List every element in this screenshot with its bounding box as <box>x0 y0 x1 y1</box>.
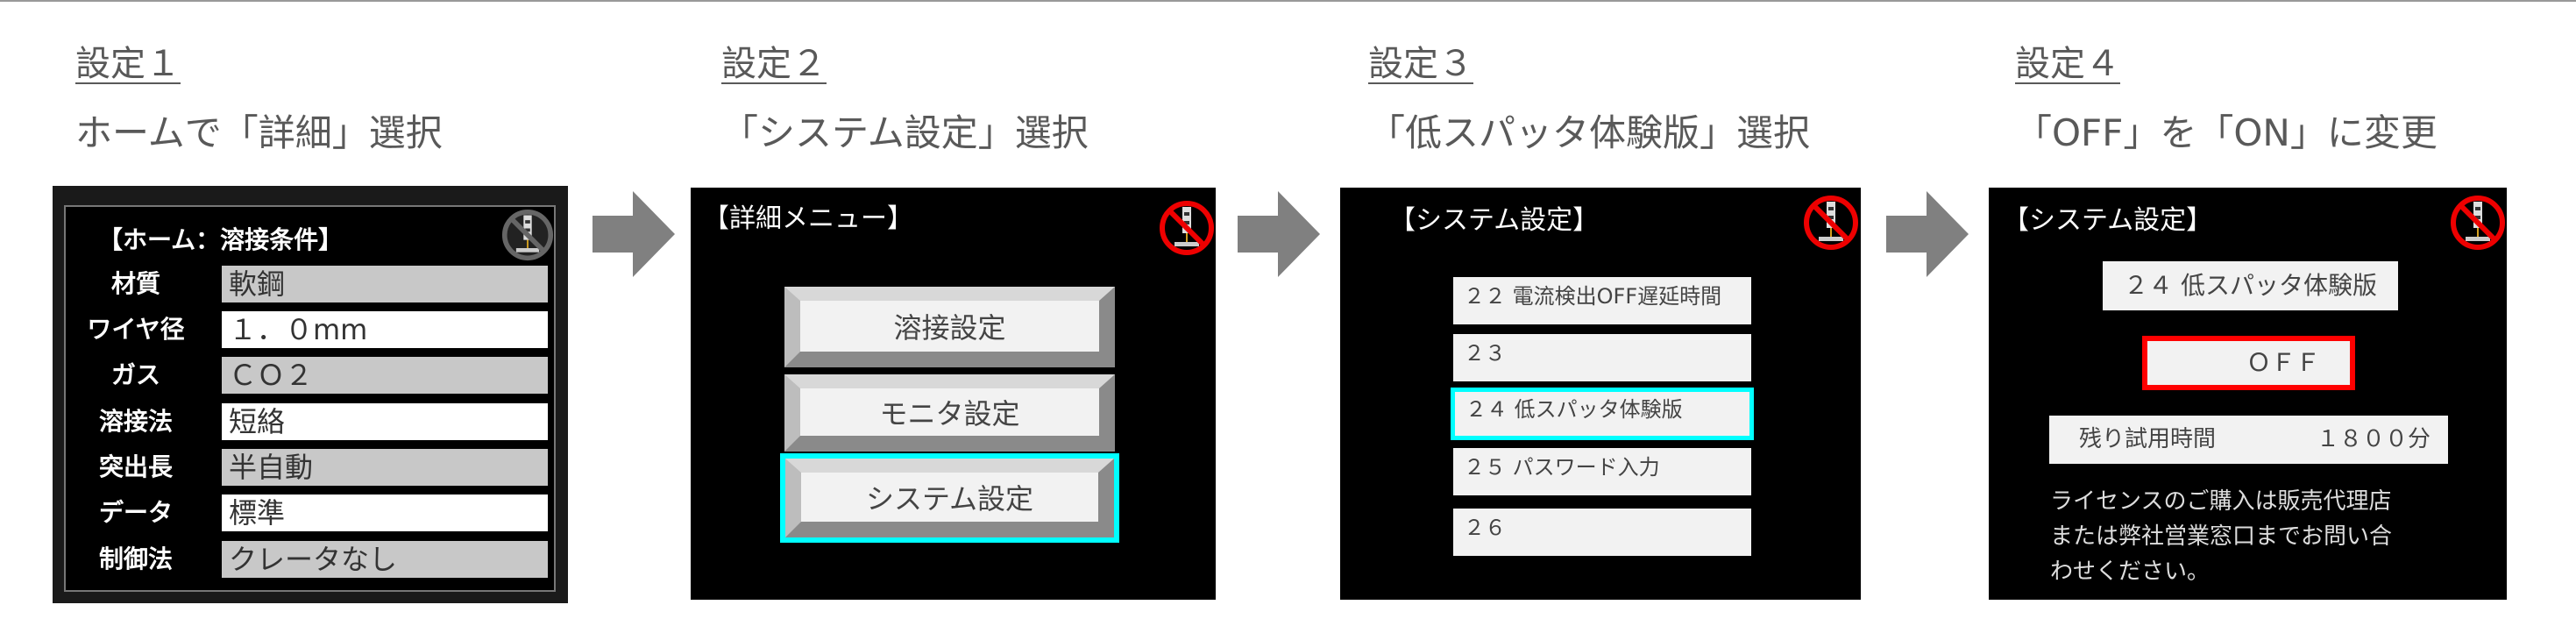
screen-title: 【システム設定】 <box>1389 205 1600 236</box>
settings-item[interactable]: ２２ 電流検出OFF遅延時間 <box>1453 277 1751 324</box>
notice-line: または弊社営業窓口までお問い合 <box>2050 523 2393 550</box>
screen-title: 【システム設定】 <box>2003 205 2213 236</box>
row-label: ガス <box>110 360 160 389</box>
remaining-trial-time: 残り試用時間 １８００分 <box>2049 416 2448 464</box>
step-4-description: 「OFF」を「ON」に変更 <box>2015 111 2438 154</box>
step-2-description: 「システム設定」選択 <box>721 111 1089 154</box>
welding-settings-button[interactable]: 溶接設定 <box>784 287 1115 367</box>
arrow-right-icon <box>1886 191 1969 277</box>
step-3-description: 「低スパッタ体験版」選択 <box>1368 111 1811 154</box>
monitor-settings-button[interactable]: モニタ設定 <box>784 374 1115 452</box>
arrow-right-icon <box>1238 191 1320 277</box>
license-notice: ライセンスのご購入は販売代理店 または弊社営業窓口までお問い合 わせください。 <box>2050 484 2392 589</box>
row-label: データ <box>98 498 173 527</box>
torch-disabled-icon[interactable] <box>1159 198 1215 258</box>
row-label: ワイヤ径 <box>87 315 185 344</box>
torch-disabled-icon[interactable] <box>501 208 554 262</box>
home-frame <box>64 205 556 592</box>
notice-line: わせください。 <box>2050 559 2211 585</box>
screen-title: 【ホーム：溶接条件】 <box>98 225 344 254</box>
row-label: 材質 <box>110 269 160 298</box>
settings-item[interactable]: ２５ パスワード入力 <box>1453 448 1751 495</box>
settings-item[interactable]: ２３ <box>1453 334 1751 381</box>
selection-highlight <box>780 453 1119 543</box>
row-value[interactable]: 短絡 <box>222 403 548 440</box>
step-4-heading: 設定４ <box>2015 44 2120 84</box>
row-label: 制御法 <box>98 544 173 573</box>
arrow-right-icon <box>593 191 675 277</box>
low-spatter-trial-screen: 【システム設定】 ２４ 低スパッタ体験版 ＯＦＦ 残り試用時間 １８００分 ライ… <box>1989 188 2507 600</box>
settings-item-selected[interactable]: ２４ 低スパッタ体験版 <box>1451 388 1754 440</box>
row-value[interactable]: 標準 <box>222 494 548 531</box>
step-1-heading: 設定１ <box>75 44 181 84</box>
remaining-label: 残り試用時間 <box>2079 426 2217 452</box>
settings-item[interactable]: ２６ <box>1453 509 1751 556</box>
notice-line: ライセンスのご購入は販売代理店 <box>2050 488 2392 515</box>
row-value[interactable]: 半自動 <box>222 449 548 486</box>
row-label: 突出長 <box>98 452 173 481</box>
torch-disabled-icon[interactable] <box>2450 193 2506 253</box>
row-value[interactable]: クレータなし <box>222 541 548 578</box>
remaining-value: １８００分 <box>2316 426 2431 452</box>
system-settings-screen: 【システム設定】 ２２ 電流検出OFF遅延時間 ２３ ２４ 低スパッタ体験版 ２… <box>1340 188 1861 600</box>
row-value[interactable]: ＣＯ２ <box>222 357 548 394</box>
system-settings-button[interactable]: システム設定 <box>785 459 1114 537</box>
row-value[interactable]: 軟鋼 <box>222 266 548 302</box>
step-2-heading: 設定２ <box>721 44 827 84</box>
row-value[interactable]: １．０mm <box>222 311 548 348</box>
on-off-value-field[interactable]: ＯＦＦ <box>2142 336 2355 390</box>
detail-menu-screen: 【詳細メニュー】 溶接設定 モニタ設定 システム設定 <box>691 188 1216 600</box>
step-1-description: ホームで「詳細」選択 <box>75 111 443 154</box>
screen-title: 【詳細メニュー】 <box>703 203 913 234</box>
torch-disabled-icon[interactable] <box>1803 193 1859 253</box>
setting-name: ２４ 低スパッタ体験版 <box>2103 261 2398 310</box>
home-screen: 【ホーム：溶接条件】 材質 軟鋼 ワイヤ径 １．０mm ガス ＣＯ２ 溶接法 短絡 突出… <box>53 186 568 603</box>
step-3-heading: 設定３ <box>1368 44 1473 84</box>
row-label: 溶接法 <box>98 407 173 436</box>
